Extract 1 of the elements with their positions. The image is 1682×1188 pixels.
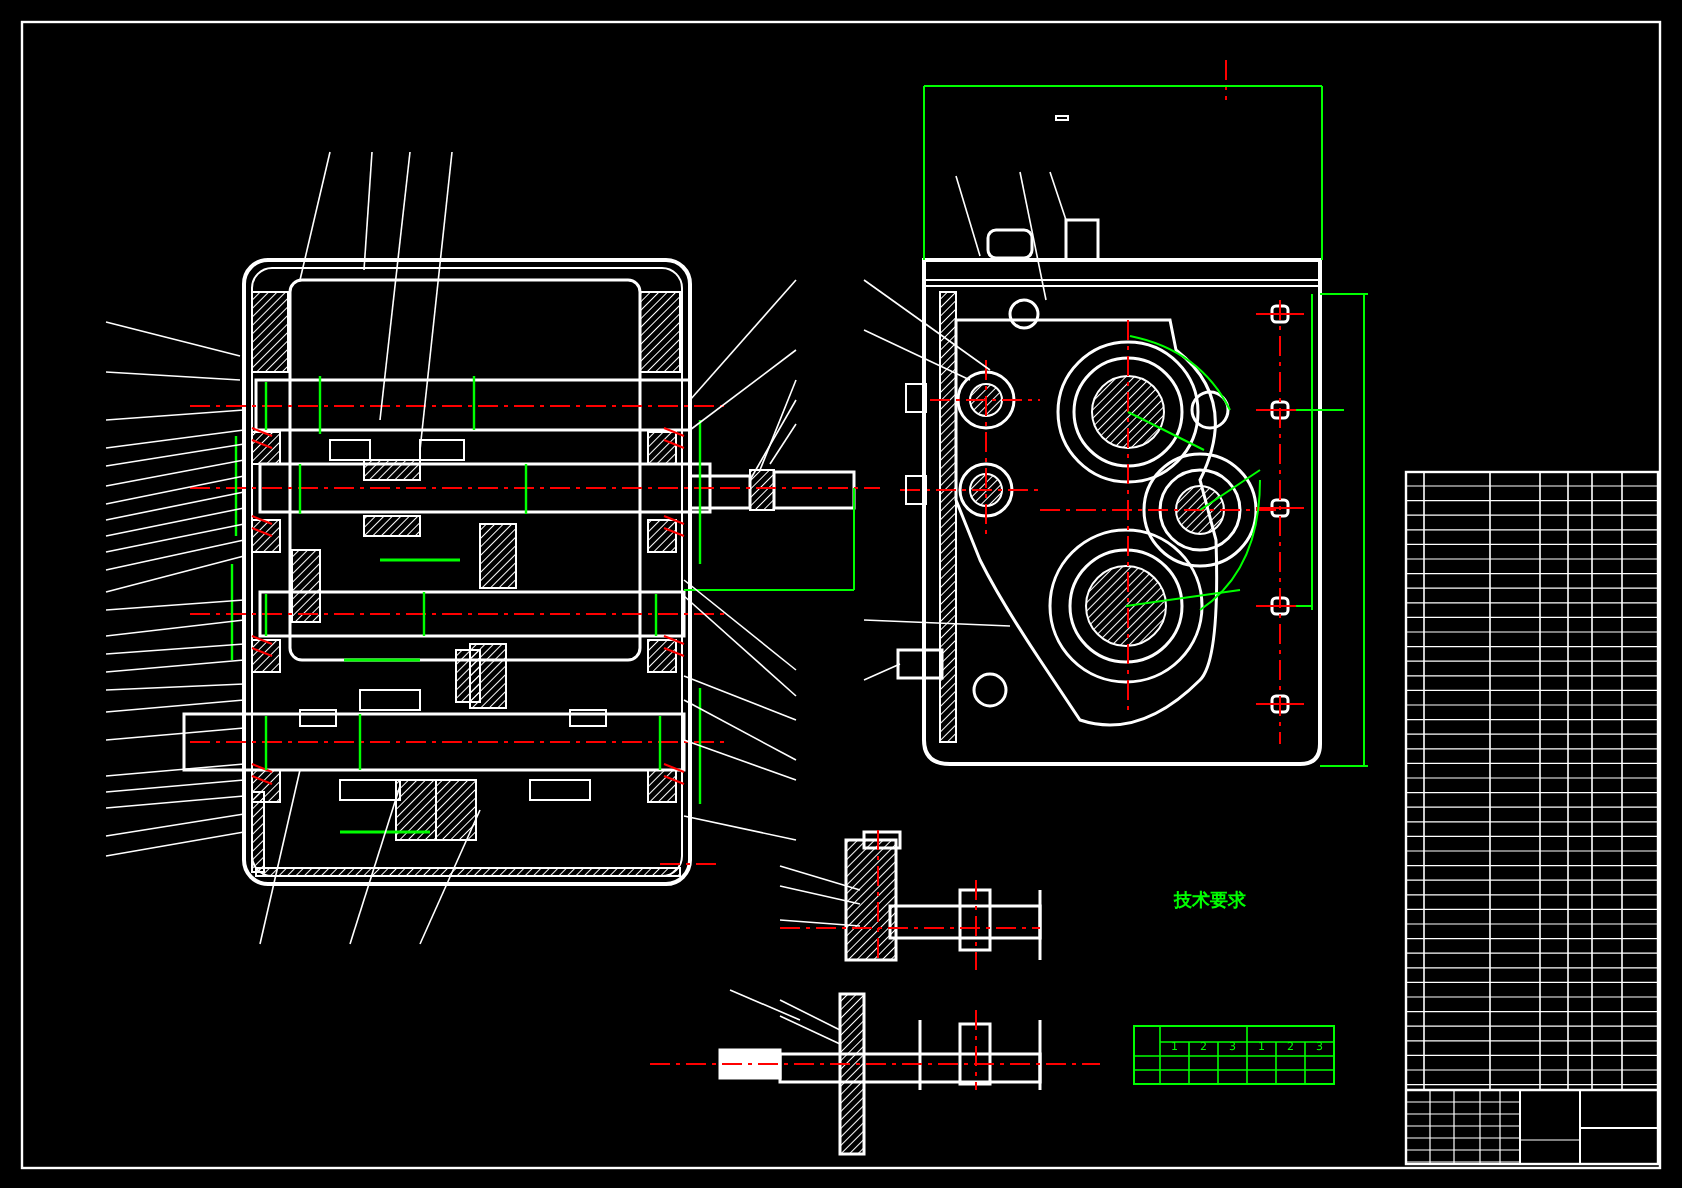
requirements-heading: 技术要求 [1171, 894, 1248, 912]
